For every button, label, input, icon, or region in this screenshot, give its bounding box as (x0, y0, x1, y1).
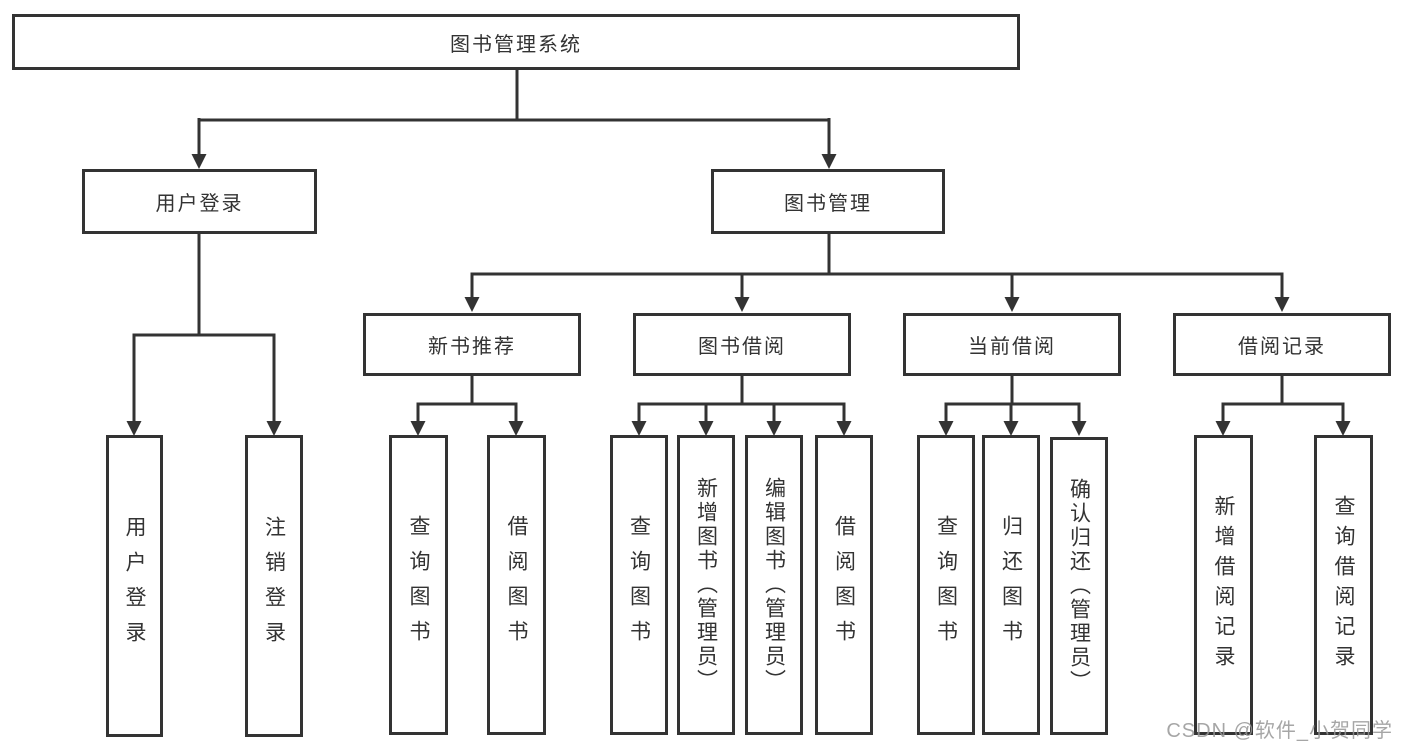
node-book-borrow: 图书借阅 (633, 313, 851, 376)
leaf-return-book: 归还图书 (982, 435, 1040, 735)
leaf-label: 编辑图书（管理员） (762, 477, 786, 693)
leaf-label: 借阅图书 (505, 515, 528, 655)
leaf-label: 查询图书 (627, 515, 651, 655)
leaf-edit-book-admin: 编辑图书（管理员） (745, 435, 803, 735)
leaf-borrow-book: 借阅图书 (815, 435, 873, 735)
csdn-watermark: CSDN @软件_小贺同学 (1166, 720, 1393, 742)
node-label: 当前借阅 (968, 336, 1056, 358)
node-label: 图书管理系统 (450, 33, 582, 56)
node-label: 新书推荐 (428, 336, 516, 358)
node-user-login: 用户登录 (82, 169, 317, 234)
leaf-label: 注销登录 (262, 516, 286, 656)
leaf-label: 新增图书（管理员） (694, 477, 718, 693)
node-current-borrow: 当前借阅 (903, 313, 1121, 376)
leaf-logout-login: 注销登录 (245, 435, 303, 737)
node-label: 图书管理 (784, 193, 872, 215)
leaf-query-borrow-record: 查询借阅记录 (1314, 435, 1373, 735)
leaf-borrow-book-recommend: 借阅图书 (487, 435, 546, 735)
node-borrow-record: 借阅记录 (1173, 313, 1391, 376)
leaf-label: 新增借阅记录 (1212, 495, 1235, 675)
leaf-user-login: 用户登录 (106, 435, 163, 737)
node-label: 图书借阅 (698, 336, 786, 358)
leaf-query-book-recommend: 查询图书 (389, 435, 448, 735)
node-label: 借阅记录 (1238, 336, 1326, 358)
leaf-confirm-return-admin: 确认归还（管理员） (1050, 437, 1108, 735)
leaf-label: 查询图书 (407, 515, 430, 655)
node-label: 用户登录 (155, 193, 244, 215)
leaf-label: 用户登录 (123, 516, 146, 656)
leaf-add-borrow-record: 新增借阅记录 (1194, 435, 1253, 735)
leaf-label: 查询图书 (934, 515, 958, 655)
leaf-label: 归还图书 (999, 515, 1023, 655)
leaf-label: 确认归还（管理员） (1067, 478, 1091, 694)
leaf-label: 查询借阅记录 (1332, 495, 1355, 675)
node-new-book-recommend: 新书推荐 (363, 313, 581, 376)
node-library-management-system: 图书管理系统 (12, 14, 1020, 70)
node-book-management: 图书管理 (711, 169, 945, 234)
leaf-label: 借阅图书 (832, 515, 856, 655)
leaf-query-book-borrow: 查询图书 (610, 435, 668, 735)
leaf-query-book-current: 查询图书 (917, 435, 975, 735)
leaf-add-book-admin: 新增图书（管理员） (677, 435, 735, 735)
